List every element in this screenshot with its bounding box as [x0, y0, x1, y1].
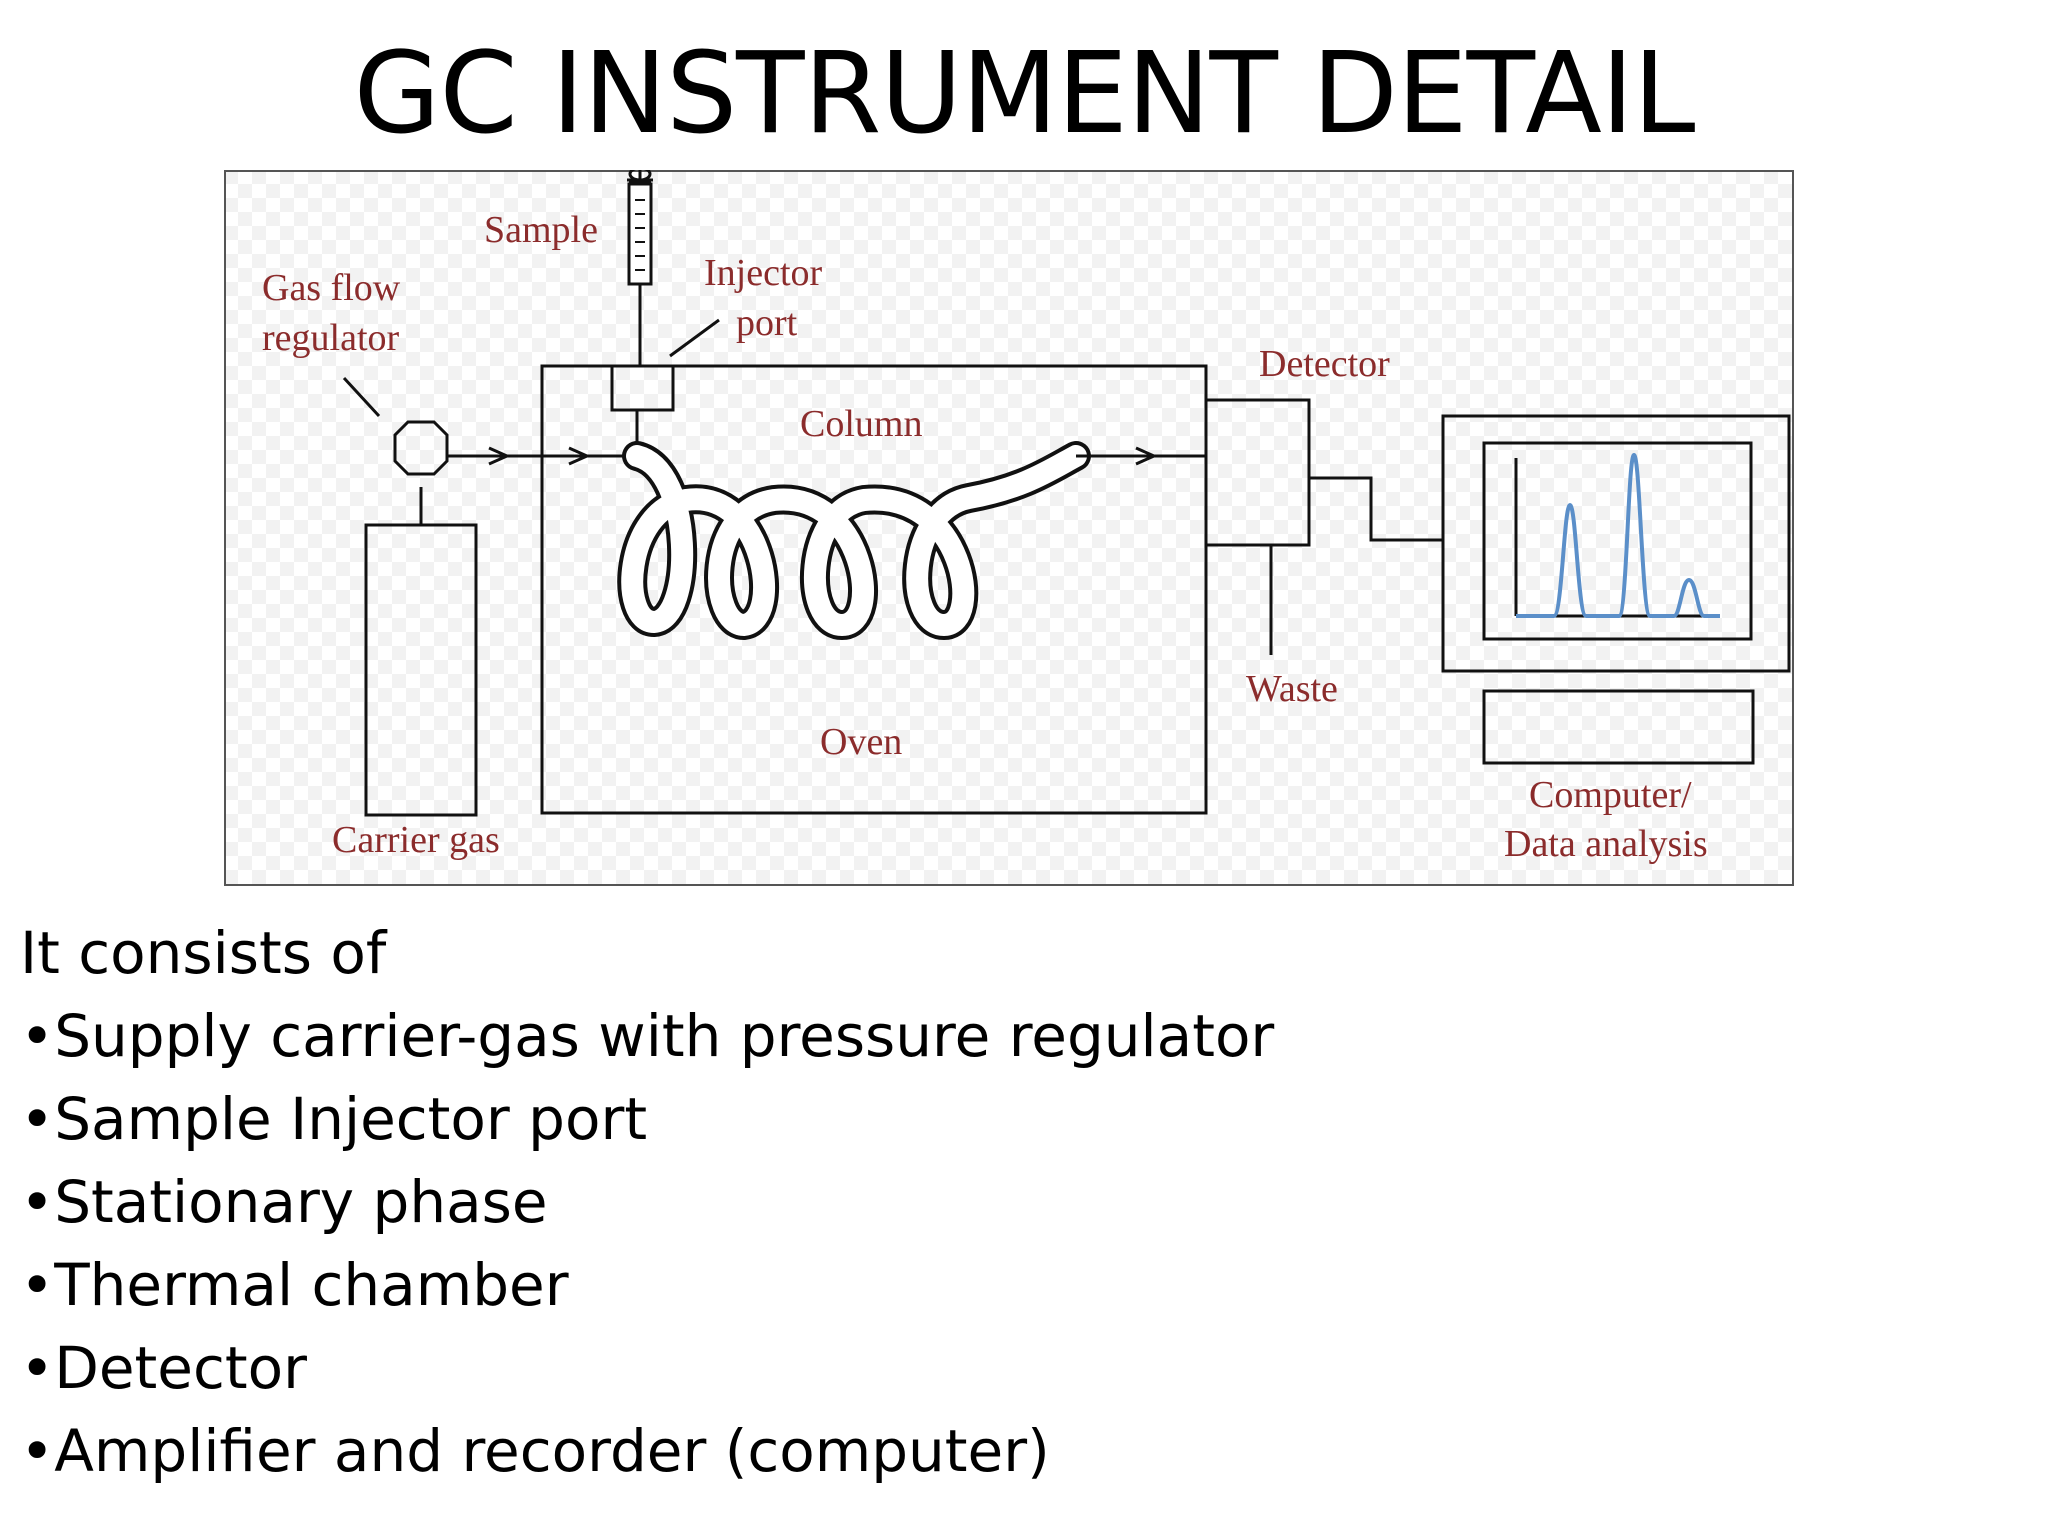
body-text: It consists of •Supply carrier-gas with …: [20, 912, 1920, 1493]
label-injector-2: port: [736, 302, 798, 344]
intro-text: It consists of: [20, 919, 387, 987]
bullet-item: •Amplifier and recorder (computer): [20, 1417, 1050, 1485]
oven-box: [540, 364, 1208, 815]
chromatogram: [1514, 452, 1720, 618]
label-injector-1: Injector: [704, 252, 823, 294]
column-coil: [617, 441, 1091, 641]
label-carrier-gas: Carrier gas: [332, 819, 500, 861]
bullet-item: •Supply carrier-gas with pressure regula…: [20, 1002, 1275, 1070]
label-gas-flow-2: regulator: [262, 317, 400, 359]
gc-instrument-diagram: Sample Gas flow regulator Injector port …: [224, 170, 1794, 886]
bullet-item: •Detector: [20, 1334, 307, 1402]
bullet-item: •Thermal chamber: [20, 1251, 569, 1319]
label-waste: Waste: [1246, 668, 1338, 710]
computer-keyboard: [1482, 689, 1755, 765]
syringe: [627, 170, 653, 366]
monitor-screen: [1482, 441, 1753, 641]
injector-port: [610, 364, 675, 412]
bullet-item: •Stationary phase: [20, 1168, 548, 1236]
label-detector: Detector: [1259, 343, 1390, 385]
label-sample: Sample: [484, 209, 598, 251]
diagram-background: [224, 170, 1794, 886]
label-computer-1: Computer/: [1529, 774, 1692, 816]
detector-box: [1204, 398, 1311, 547]
regulator-pointer: [342, 376, 381, 418]
label-gas-flow-1: Gas flow: [262, 267, 401, 309]
label-computer-2: Data analysis: [1504, 823, 1708, 865]
injector-pointer: [669, 318, 720, 358]
gas-flow-regulator: [393, 420, 449, 476]
slide-title: GC INSTRUMENT DETAIL: [353, 29, 1696, 159]
label-oven: Oven: [820, 721, 902, 763]
bullet-item: •Sample Injector port: [20, 1085, 648, 1153]
label-column: Column: [800, 403, 922, 445]
computer-monitor: [1441, 414, 1791, 673]
